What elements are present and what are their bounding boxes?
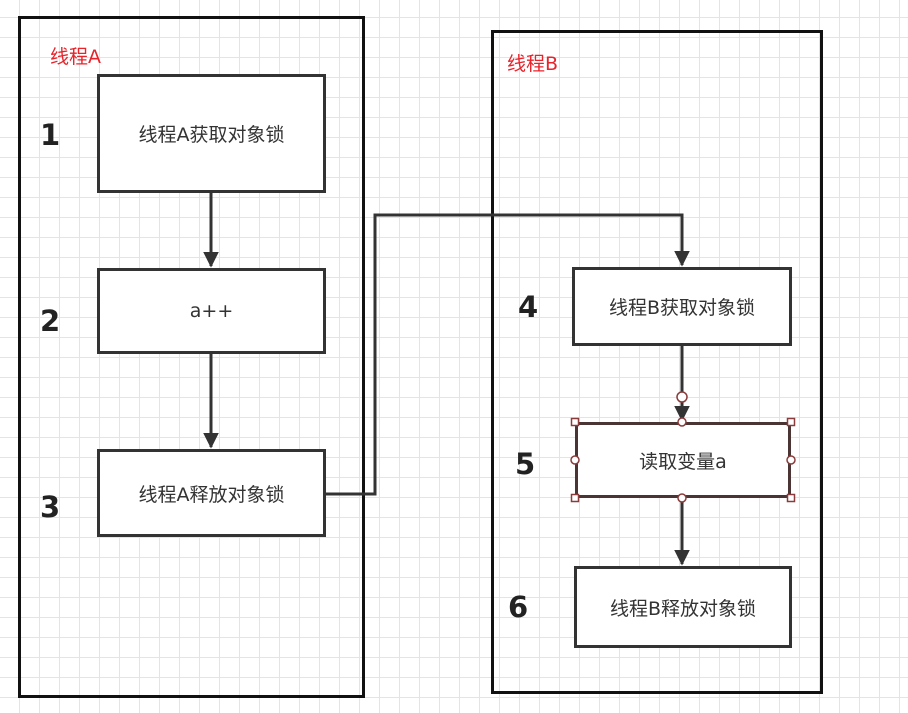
- step-4-box[interactable]: 线程B获取对象锁: [572, 267, 792, 346]
- step-1-number: 1: [40, 118, 61, 152]
- thread-b-lane-title: 线程B: [507, 53, 559, 75]
- step-2-box[interactable]: a++: [97, 268, 326, 354]
- step-1-box[interactable]: 线程A获取对象锁: [97, 74, 326, 193]
- step-6-number: 6: [508, 590, 529, 624]
- step-5-number: 5: [515, 447, 536, 481]
- step-2-number: 2: [40, 304, 61, 338]
- step-6-box[interactable]: 线程B释放对象锁: [574, 566, 792, 648]
- step-3-box[interactable]: 线程A释放对象锁: [97, 449, 326, 537]
- step-4-number: 4: [518, 290, 539, 324]
- step-3-number: 3: [40, 490, 61, 524]
- step-5-box-selected[interactable]: 读取变量a: [575, 422, 791, 498]
- thread-a-lane-title: 线程A: [50, 46, 101, 68]
